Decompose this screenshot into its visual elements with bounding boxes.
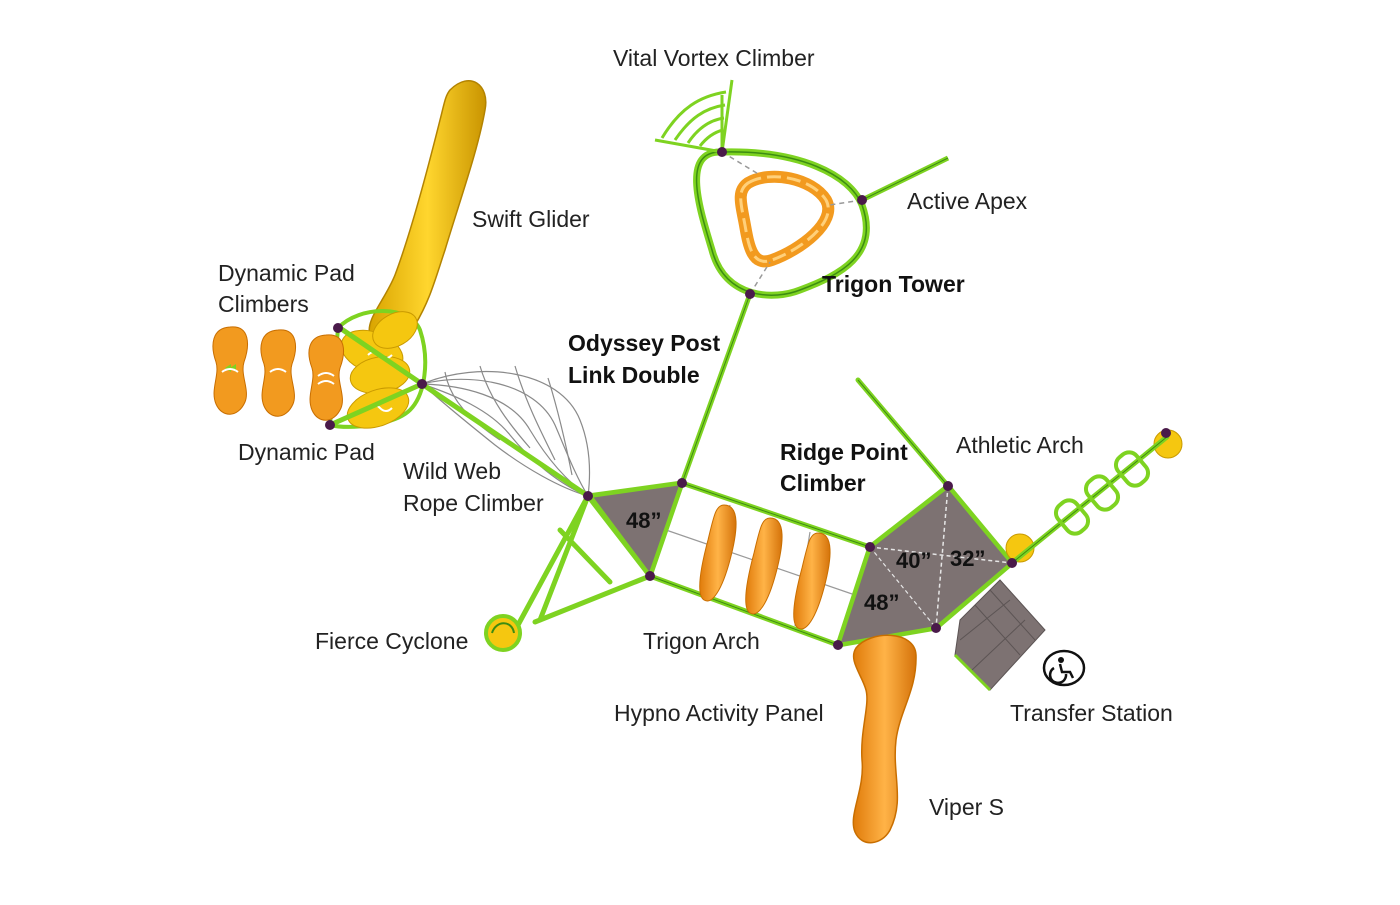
transfer-station bbox=[953, 579, 1046, 692]
athletic-arch bbox=[1005, 429, 1183, 565]
label-wild-web-line2: Rope Climber bbox=[403, 490, 544, 516]
label-dynamic-pad-climbers-line1: Dynamic Pad bbox=[218, 260, 355, 286]
post-caps bbox=[325, 147, 1171, 650]
label-ridge-point-line2: Climber bbox=[780, 470, 866, 496]
deck-height-left: 48” bbox=[626, 508, 661, 533]
right-deck bbox=[835, 483, 1015, 648]
left-deck bbox=[586, 480, 685, 581]
odyssey-post-link-double bbox=[679, 293, 753, 484]
label-fierce-cyclone: Fierce Cyclone bbox=[315, 628, 469, 654]
label-dynamic-pad: Dynamic Pad bbox=[238, 439, 375, 465]
wheelchair-accessibility-icon bbox=[1042, 649, 1086, 687]
label-hypno-activity-panel: Hypno Activity Panel bbox=[614, 700, 824, 726]
label-trigon-arch: Trigon Arch bbox=[643, 628, 760, 654]
ridge-point-climber-holds bbox=[699, 504, 831, 630]
label-wild-web-line1: Wild Web bbox=[403, 458, 501, 484]
deck-height-right-a: 40” bbox=[896, 548, 931, 573]
dynamic-pad bbox=[212, 326, 344, 421]
label-odyssey-post-line2: Link Double bbox=[568, 362, 700, 388]
trigon-tower bbox=[693, 148, 870, 299]
label-ridge-point-line1: Ridge Point bbox=[780, 439, 908, 465]
viper-s-slide bbox=[852, 634, 917, 844]
deck-height-right-b: 32” bbox=[950, 546, 985, 571]
active-apex bbox=[860, 155, 950, 203]
label-odyssey-post-line1: Odyssey Post bbox=[568, 330, 721, 356]
label-trigon-tower: Trigon Tower bbox=[822, 271, 965, 297]
fierce-cyclone bbox=[484, 614, 522, 652]
vital-vortex-climber bbox=[654, 79, 734, 154]
label-transfer-station: Transfer Station bbox=[1010, 700, 1173, 726]
label-vital-vortex-climber: Vital Vortex Climber bbox=[613, 45, 815, 71]
label-dynamic-pad-climbers-line2: Climbers bbox=[218, 291, 309, 317]
wild-web-rope-climber bbox=[421, 365, 591, 497]
label-active-apex: Active Apex bbox=[907, 188, 1028, 214]
swift-glider-slide bbox=[368, 79, 487, 345]
label-viper-s: Viper S bbox=[929, 794, 1005, 820]
deck-height-right-c: 48” bbox=[864, 590, 899, 615]
label-swift-glider: Swift Glider bbox=[472, 206, 590, 232]
label-athletic-arch: Athletic Arch bbox=[956, 432, 1084, 458]
